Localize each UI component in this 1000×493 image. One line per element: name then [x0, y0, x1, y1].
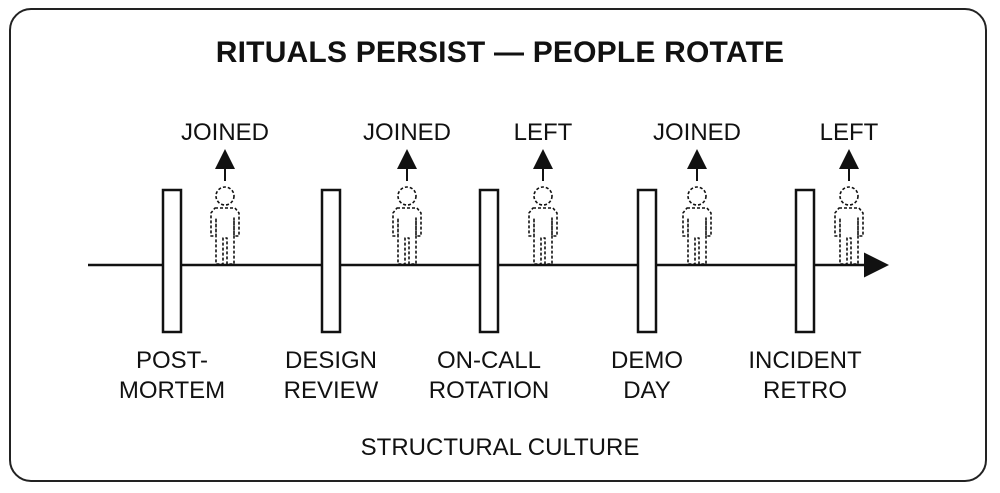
ritual-label-line2: ROTATION — [429, 377, 549, 404]
ritual-label-line1: DEMO — [611, 347, 683, 374]
dashed-person-icon — [528, 186, 558, 265]
ritual-label-line2: REVIEW — [284, 377, 379, 404]
event-label: JOINED — [181, 119, 269, 146]
ritual-label-line1: ON-CALL — [437, 347, 541, 374]
dashed-person-icon — [834, 186, 864, 265]
ritual-label-line1: DESIGN — [285, 347, 377, 374]
membership-event: JOINED — [363, 119, 451, 265]
ritual-marker: DEMO DAY — [611, 188, 683, 404]
ritual-bar — [161, 188, 183, 334]
ritual-label-line1: INCIDENT — [748, 347, 862, 374]
event-label: JOINED — [363, 119, 451, 146]
membership-event: JOINED — [653, 119, 741, 265]
event-label: LEFT — [820, 119, 879, 146]
ritual-label-line1: POST- — [136, 347, 208, 374]
ritual-bar — [320, 188, 342, 334]
dashed-person-icon — [210, 186, 240, 265]
dashed-person-icon — [392, 186, 422, 265]
ritual-bar — [794, 188, 816, 334]
ritual-marker: POST- MORTEM — [119, 188, 225, 404]
ritual-marker: ON-CALL ROTATION — [429, 188, 549, 404]
ritual-label-line2: MORTEM — [119, 377, 225, 404]
event-label: LEFT — [514, 119, 573, 146]
diagram-footer: STRUCTURAL CULTURE — [360, 434, 640, 461]
ritual-bar — [636, 188, 658, 334]
membership-event: LEFT — [820, 119, 879, 265]
ritual-marker: INCIDENT RETRO — [748, 188, 862, 404]
membership-event: LEFT — [514, 119, 573, 265]
ritual-bar — [478, 188, 500, 334]
dashed-person-icon — [682, 186, 712, 265]
event-label: JOINED — [653, 119, 741, 146]
ritual-marker: DESIGN REVIEW — [284, 188, 379, 404]
membership-event: JOINED — [181, 119, 269, 265]
ritual-label-line2: DAY — [623, 377, 671, 404]
ritual-label-line2: RETRO — [763, 377, 847, 404]
diagram-title: RITUALS PERSIST — PEOPLE ROTATE — [215, 36, 785, 69]
